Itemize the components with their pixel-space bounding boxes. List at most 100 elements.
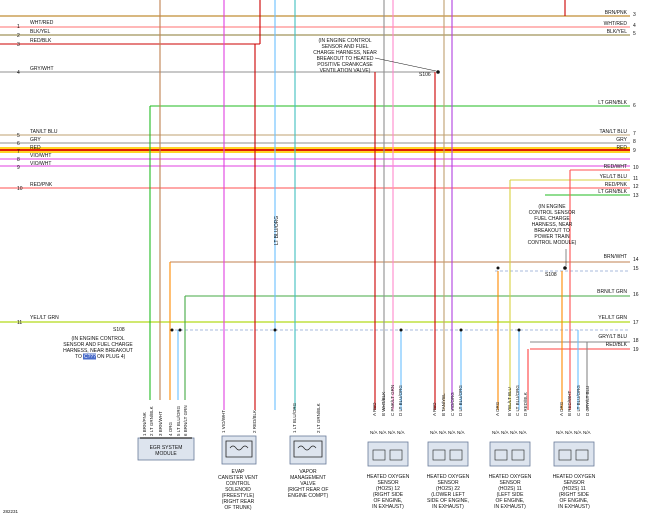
right-wire-num: 7	[633, 131, 636, 137]
left-wire-num: 10	[17, 186, 23, 192]
right-wire-label: GRY/LT BLU	[598, 334, 627, 340]
svg-text:IN EXHAUST): IN EXHAUST)	[558, 504, 590, 510]
svg-text:N/A: N/A	[448, 430, 456, 435]
svg-text:2 LT GRN/BLK: 2 LT GRN/BLK	[316, 403, 321, 433]
svg-text:EGR SYSTEM: EGR SYSTEM	[150, 445, 183, 451]
svg-text:MODULE: MODULE	[155, 451, 177, 457]
svg-text:ON PLUG 4): ON PLUG 4)	[97, 354, 126, 360]
vapor-management-valve[interactable]: 1 LT BLU/ORG 2 LT GRN/BLK VAPOR MANAGEME…	[288, 402, 329, 499]
svg-text:N/A: N/A	[388, 430, 396, 435]
splice-dot	[496, 266, 500, 270]
svg-text:B WHT/BLK: B WHT/BLK	[381, 392, 386, 416]
svg-text:N/A: N/A	[457, 430, 465, 435]
svg-text:OF ENGINE,: OF ENGINE,	[374, 498, 403, 504]
svg-text:(IN ENGINE: (IN ENGINE	[538, 204, 566, 210]
svg-text:A ORG: A ORG	[559, 401, 564, 416]
svg-text:BREAKOUT TO HEATED: BREAKOUT TO HEATED	[317, 56, 374, 62]
right-wire-num: 19	[633, 347, 639, 353]
splice-label-s108-left: S108	[113, 327, 125, 333]
svg-text:HARNESS, NEAR: HARNESS, NEAR	[532, 222, 573, 228]
heated-oxygen-sensor-22[interactable]: N/A N/A N/A N/A A RED B TAN/YEL C VIO/OR…	[427, 385, 470, 510]
svg-text:(IN ENGINE CONTROL: (IN ENGINE CONTROL	[318, 38, 371, 44]
left-wire-label: RED	[30, 145, 41, 151]
left-wire-label: TAN/LT BLU	[30, 129, 58, 135]
svg-text:BREAKOUT TO: BREAKOUT TO	[534, 228, 570, 234]
svg-text:6 BRN/LT GRN: 6 BRN/LT GRN	[183, 405, 188, 436]
svg-text:A RED: A RED	[432, 402, 437, 416]
right-wire-label: RED/WHT	[604, 164, 627, 170]
heated-oxygen-sensor-12[interactable]: N/A N/A N/A N/A A RED B WHT/BLK C PNK/LT…	[367, 385, 410, 510]
svg-text:3 BRN/WHT: 3 BRN/WHT	[158, 411, 163, 436]
right-wire-label: BRN/WHT	[604, 254, 627, 260]
svg-text:(HO2S) 11: (HO2S) 11	[498, 486, 522, 492]
highlighted-connector-ref[interactable]	[83, 353, 96, 360]
left-wire-label: YEL/LT GRN	[30, 315, 59, 321]
svg-text:HEATED OXYGEN: HEATED OXYGEN	[367, 474, 410, 480]
right-wire-num: 10	[633, 165, 639, 171]
note-right: (IN ENGINE CONTROL SENSOR FUEL CHARGE HA…	[528, 204, 577, 266]
evap-canister-vent-solenoid[interactable]: 1 VIO/WHT 2 RED/BLK EVAP CANISTER VENT C…	[218, 410, 258, 511]
svg-text:(RIGHT REAR OF: (RIGHT REAR OF	[288, 487, 329, 493]
svg-text:SENSOR AND FUEL CHARGE: SENSOR AND FUEL CHARGE	[63, 342, 133, 348]
svg-text:D RED/BLK: D RED/BLK	[523, 392, 528, 416]
svg-text:B TAN/YEL: B TAN/YEL	[441, 393, 446, 416]
svg-text:POWER TRAIN: POWER TRAIN	[534, 234, 570, 240]
svg-text:VENTILATION VALVE): VENTILATION VALVE)	[320, 68, 371, 74]
right-wire-label: LT GRN/BLK	[598, 100, 627, 106]
svg-text:1 BRN/PNK: 1 BRN/PNK	[142, 412, 147, 436]
splice-dots	[170, 70, 567, 332]
svg-text:HEATED OXYGEN: HEATED OXYGEN	[489, 474, 532, 480]
svg-text:N/A: N/A	[430, 430, 438, 435]
svg-text:(IN ENGINE CONTROL: (IN ENGINE CONTROL	[71, 336, 124, 342]
svg-text:C PNK/LT GRN: C PNK/LT GRN	[390, 385, 395, 416]
svg-text:HEATED OXYGEN: HEATED OXYGEN	[427, 474, 470, 480]
svg-text:1 VIO/WHT: 1 VIO/WHT	[221, 410, 226, 433]
svg-text:(RIGHT SIDE: (RIGHT SIDE	[559, 492, 590, 498]
right-wire-label: RED	[616, 145, 627, 151]
svg-text:A RED: A RED	[372, 402, 377, 416]
svg-text:SENSOR: SENSOR	[377, 480, 399, 486]
svg-text:SENSOR: SENSOR	[563, 480, 585, 486]
svg-text:1 LT BLU/ORG: 1 LT BLU/ORG	[292, 402, 297, 433]
right-wire-num: 11	[633, 176, 638, 182]
right-wire-num: 12	[633, 184, 639, 190]
right-wire-label: RED/PNK	[605, 182, 628, 188]
heated-oxygen-sensor-11-left[interactable]: N/A N/A N/A N/A A ORG B YEL/LT BLU C LT …	[489, 385, 532, 510]
left-wire-label: GRY	[30, 137, 41, 143]
figure-id: 282231	[3, 509, 19, 514]
right-wire-label: LT GRN/BLK	[598, 189, 627, 195]
left-wire-num: 2	[17, 33, 20, 39]
svg-text:N/A: N/A	[370, 430, 378, 435]
svg-text:POSITIVE CRANKCASE: POSITIVE CRANKCASE	[317, 62, 373, 68]
left-edge-labels: 1 WHT/RED 2 BLK/YEL 3 RED/BLK 4 GRY/WHT …	[17, 20, 59, 326]
left-wire-num: 3	[17, 42, 20, 48]
right-wire-num: 8	[633, 139, 636, 145]
left-wire-label: GRY/WHT	[30, 66, 54, 72]
svg-text:CONTROL SENSOR: CONTROL SENSOR	[529, 210, 576, 216]
splice-dot	[170, 328, 174, 332]
svg-text:TO: TO	[75, 354, 82, 360]
splice-dot	[399, 328, 403, 332]
svg-text:CANISTER VENT: CANISTER VENT	[218, 475, 258, 481]
left-wire-label: BLK/YEL	[30, 29, 51, 35]
svg-text:(LEFT SIDE: (LEFT SIDE	[497, 492, 525, 498]
heated-oxygen-sensor-11-right[interactable]: N/A N/A N/A N/A A ORG B RED/WHT C LT BLU…	[553, 385, 596, 510]
pin-labels: 1 BRN/PNK 2 LT GRN/BLK 3 BRN/WHT 4 ORG 5…	[142, 405, 188, 436]
right-wire-label: TAN/LT BLU	[599, 129, 627, 135]
svg-text:C LT BLU/ORG: C LT BLU/ORG	[515, 385, 520, 416]
svg-text:A ORG: A ORG	[495, 401, 500, 416]
svg-text:N/A: N/A	[379, 430, 387, 435]
svg-text:N/A: N/A	[519, 430, 527, 435]
left-wire-num: 1	[17, 24, 20, 30]
right-wire-label: YEL/LT GRN	[598, 315, 627, 321]
left-wire-label: RED/BLK	[30, 38, 52, 44]
svg-text:VALVE: VALVE	[300, 481, 316, 487]
svg-text:SENSOR: SENSOR	[499, 480, 521, 486]
egr-system-module[interactable]: 1 BRN/PNK 2 LT GRN/BLK 3 BRN/WHT 4 ORG 5…	[137, 405, 195, 461]
svg-text:OF TRUNK): OF TRUNK)	[224, 505, 251, 511]
svg-text:N/A: N/A	[510, 430, 518, 435]
left-wire-label: WHT/RED	[30, 20, 54, 26]
right-wire-num: 17	[633, 320, 639, 326]
left-wire-num: 6	[17, 141, 20, 147]
right-wire-label: WHT/RED	[604, 21, 628, 27]
